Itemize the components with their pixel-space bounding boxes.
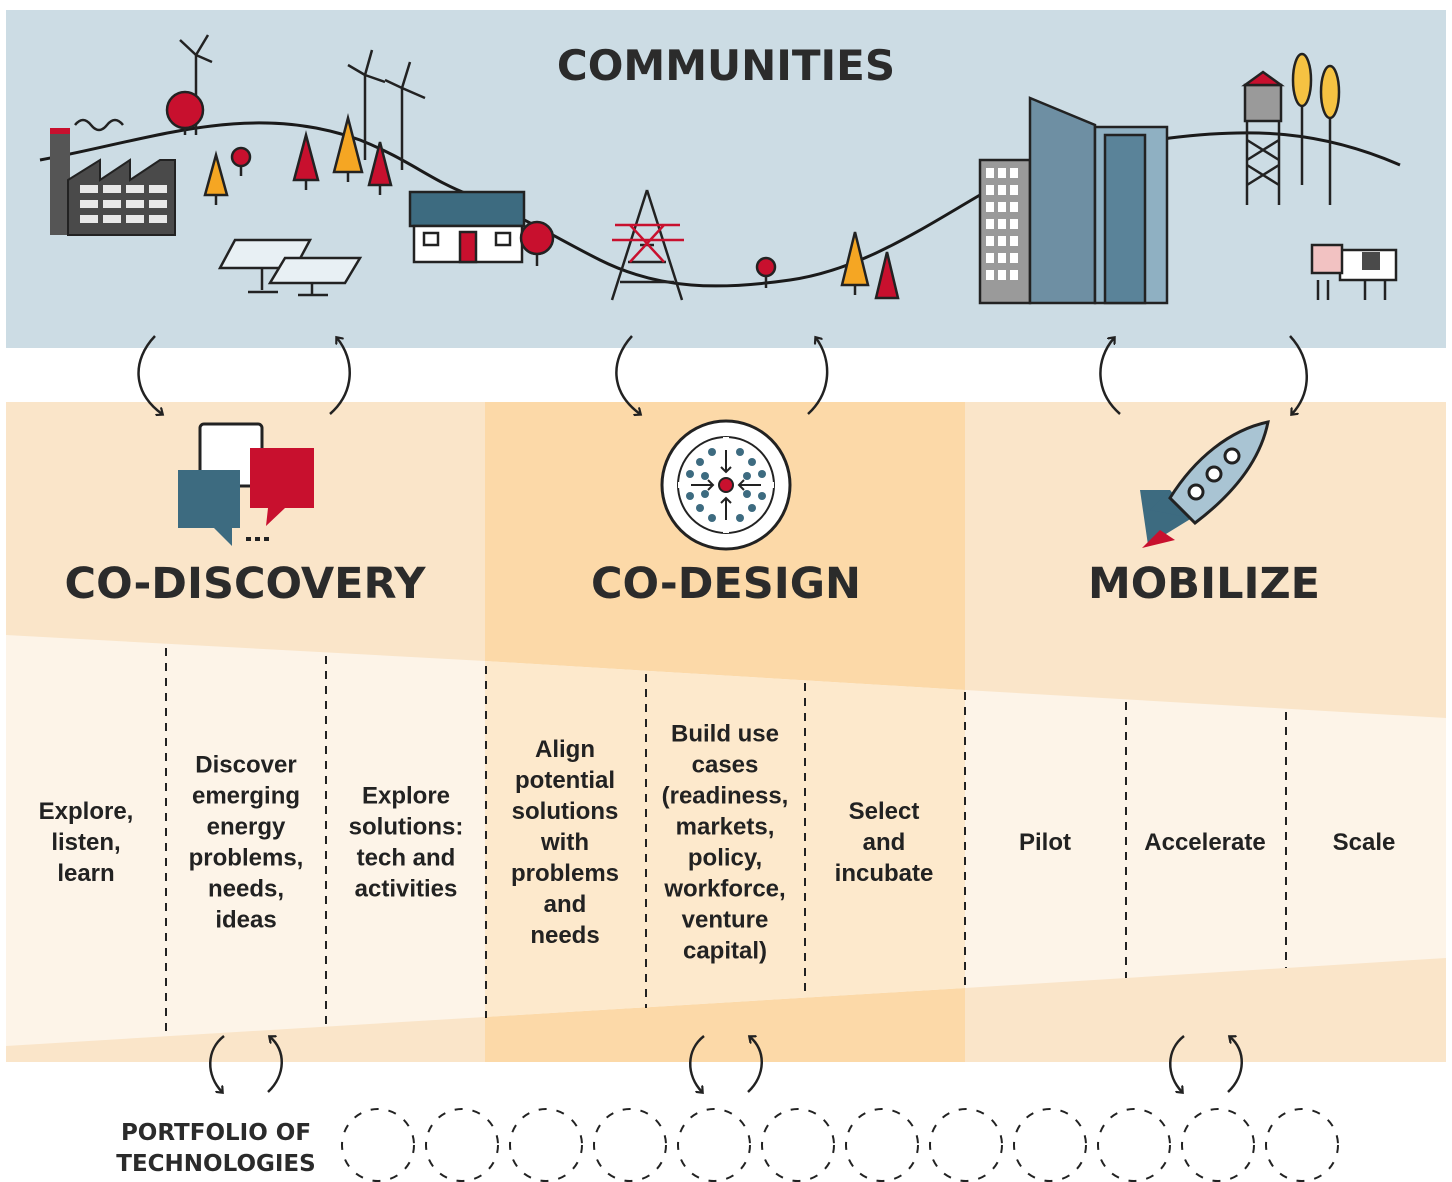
step-label: Explore solutions: tech and activities (349, 783, 464, 903)
portfolio-label-line-2: TECHNOLOGIES (116, 1151, 315, 1177)
cycle-arrow-icon (689, 1035, 705, 1092)
technology-placeholder-circle (1181, 1108, 1255, 1182)
step-label: Discover emerging energy problems, needs, ide… (189, 752, 304, 934)
step-label-line: Discover (195, 752, 296, 779)
communities-band: COMMUNITIES (6, 10, 1446, 348)
technology-placeholder-circle (1013, 1108, 1087, 1182)
step-label-line: activities (355, 876, 458, 903)
house-icon (408, 190, 555, 266)
technology-placeholder-circle (761, 1108, 835, 1182)
step-label-line: workforce, (663, 876, 785, 903)
city-buildings-icon (978, 96, 1169, 305)
step-label-line: capital) (683, 938, 767, 965)
step-label-line: cases (692, 752, 759, 779)
step-label-line: policy, (688, 845, 762, 872)
step-label-line: solutions (512, 798, 619, 825)
cycle-arrow-icon (267, 1037, 283, 1093)
tree-icon (203, 150, 229, 205)
technology-placeholder-circle (593, 1108, 667, 1182)
step-label-line: emerging (192, 783, 300, 810)
flow-arrows (137, 335, 1308, 1093)
water-tower-icon (1241, 70, 1285, 205)
tree-icon (755, 231, 900, 300)
speech-bubbles-icon (178, 422, 314, 546)
cycle-arrow-icon (807, 338, 829, 415)
step-label-line: solutions: (349, 814, 464, 841)
step-label: Align potential solutions with problems and ne… (511, 736, 619, 949)
technology-placeholder-circle (341, 1108, 415, 1182)
cow-icon (1310, 243, 1398, 300)
cycle-arrow-icon (1227, 1037, 1243, 1093)
technology-placeholder-circle (677, 1108, 751, 1182)
step-label-line: Pilot (1019, 829, 1071, 856)
step-label: Accelerate (1144, 829, 1265, 856)
cycle-arrow-icon (137, 335, 162, 414)
rocket-icon (1140, 420, 1270, 548)
cycle-arrow-icon (1169, 1035, 1185, 1092)
step-label-line: and (863, 829, 906, 856)
cycle-arrow-icon (747, 1037, 763, 1093)
step-label-line: needs, (208, 876, 284, 903)
technology-placeholder-circle (509, 1108, 583, 1182)
step-label: Build use cases (readiness, markets, policy,… (662, 721, 789, 965)
technology-placeholder-circle (425, 1108, 499, 1182)
cycle-arrow-icon (329, 338, 351, 415)
step-label-line: potential (515, 767, 615, 794)
step-label-line: (readiness, (662, 783, 789, 810)
step-label-line: markets, (676, 814, 775, 841)
phase-title-mobilize: MOBILIZE (1088, 559, 1320, 609)
step-label-line: Accelerate (1144, 829, 1265, 856)
tree-icon (165, 90, 205, 135)
step-label-line: with (540, 829, 589, 856)
step-label-line: Align (535, 736, 595, 763)
solar-panel-icon (217, 238, 363, 297)
tree-icon (230, 146, 252, 176)
portfolio-circles (341, 1108, 1339, 1182)
step-label-line: problems (511, 860, 619, 887)
step-label-line: venture (682, 907, 769, 934)
cycle-arrow-icon (1289, 335, 1308, 414)
step-label-line: and (544, 891, 587, 918)
step-label-line: Build use (671, 721, 779, 748)
technology-placeholder-circle (929, 1108, 1003, 1182)
technology-placeholder-circle (845, 1108, 919, 1182)
portfolio-label-line-1: PORTFOLIO OF (121, 1120, 311, 1146)
step-label-line: incubate (835, 860, 934, 887)
step-label-line: learn (57, 860, 114, 887)
step-label-line: Select (849, 798, 920, 825)
tree-icon (292, 113, 393, 195)
step-label: Explore, listen, learn (39, 798, 134, 887)
step-label-line: Explore (362, 783, 450, 810)
factory-icon (50, 118, 176, 236)
cycle-arrow-icon (1099, 338, 1121, 415)
cycle-arrow-icon (615, 335, 640, 414)
technology-placeholder-circle (1265, 1108, 1339, 1182)
step-label-line: energy (207, 814, 286, 841)
wind-turbine-icon (347, 49, 426, 170)
step-label-line: ideas (215, 907, 276, 934)
step-label-line: Scale (1333, 829, 1396, 856)
step-label: Scale (1333, 829, 1396, 856)
step-label-line: Explore, (39, 798, 134, 825)
step-label-line: listen, (51, 829, 120, 856)
transmission-tower-icon (610, 189, 684, 301)
wheat-icon (1291, 52, 1341, 205)
step-label: Pilot (1019, 829, 1071, 856)
step-label-line: problems, (189, 845, 304, 872)
step-label-line: tech and (357, 845, 456, 872)
converging-arrows-icon (660, 419, 792, 551)
step-label: Select and incubate (835, 798, 934, 887)
cycle-arrow-icon (209, 1035, 225, 1092)
step-label-line: needs (530, 922, 599, 949)
technology-placeholder-circle (1097, 1108, 1171, 1182)
communities-title: COMMUNITIES (557, 41, 895, 90)
steps-layer: Explore, listen, learn Discover emerging ener… (39, 721, 1396, 965)
step-dividers (165, 648, 1287, 1036)
phase-title-co-design: CO-DESIGN (591, 559, 861, 609)
phase-title-co-discovery: CO-DISCOVERY (65, 559, 427, 609)
